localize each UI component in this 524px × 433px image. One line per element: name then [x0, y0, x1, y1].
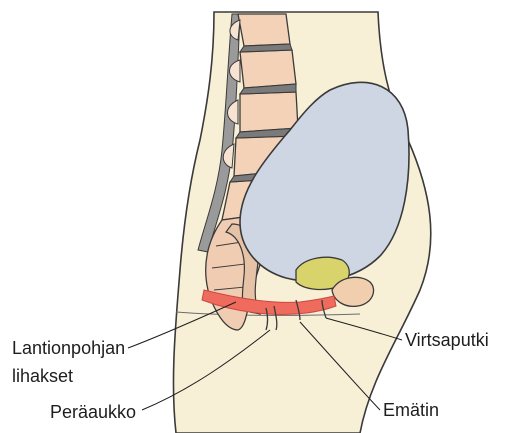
label-pelvic-floor-muscles-line1: Lantionpohjan: [12, 337, 125, 359]
vertebra-3: [240, 92, 298, 132]
label-vagina: Emätin: [383, 399, 439, 421]
label-urethra: Virtsaputki: [405, 329, 489, 351]
vertebra-1: [238, 14, 290, 46]
label-pelvic-floor-muscles-line2: lihakset: [12, 365, 73, 387]
vertebra-2: [240, 50, 296, 88]
label-anus: Peräaukko: [50, 401, 136, 423]
